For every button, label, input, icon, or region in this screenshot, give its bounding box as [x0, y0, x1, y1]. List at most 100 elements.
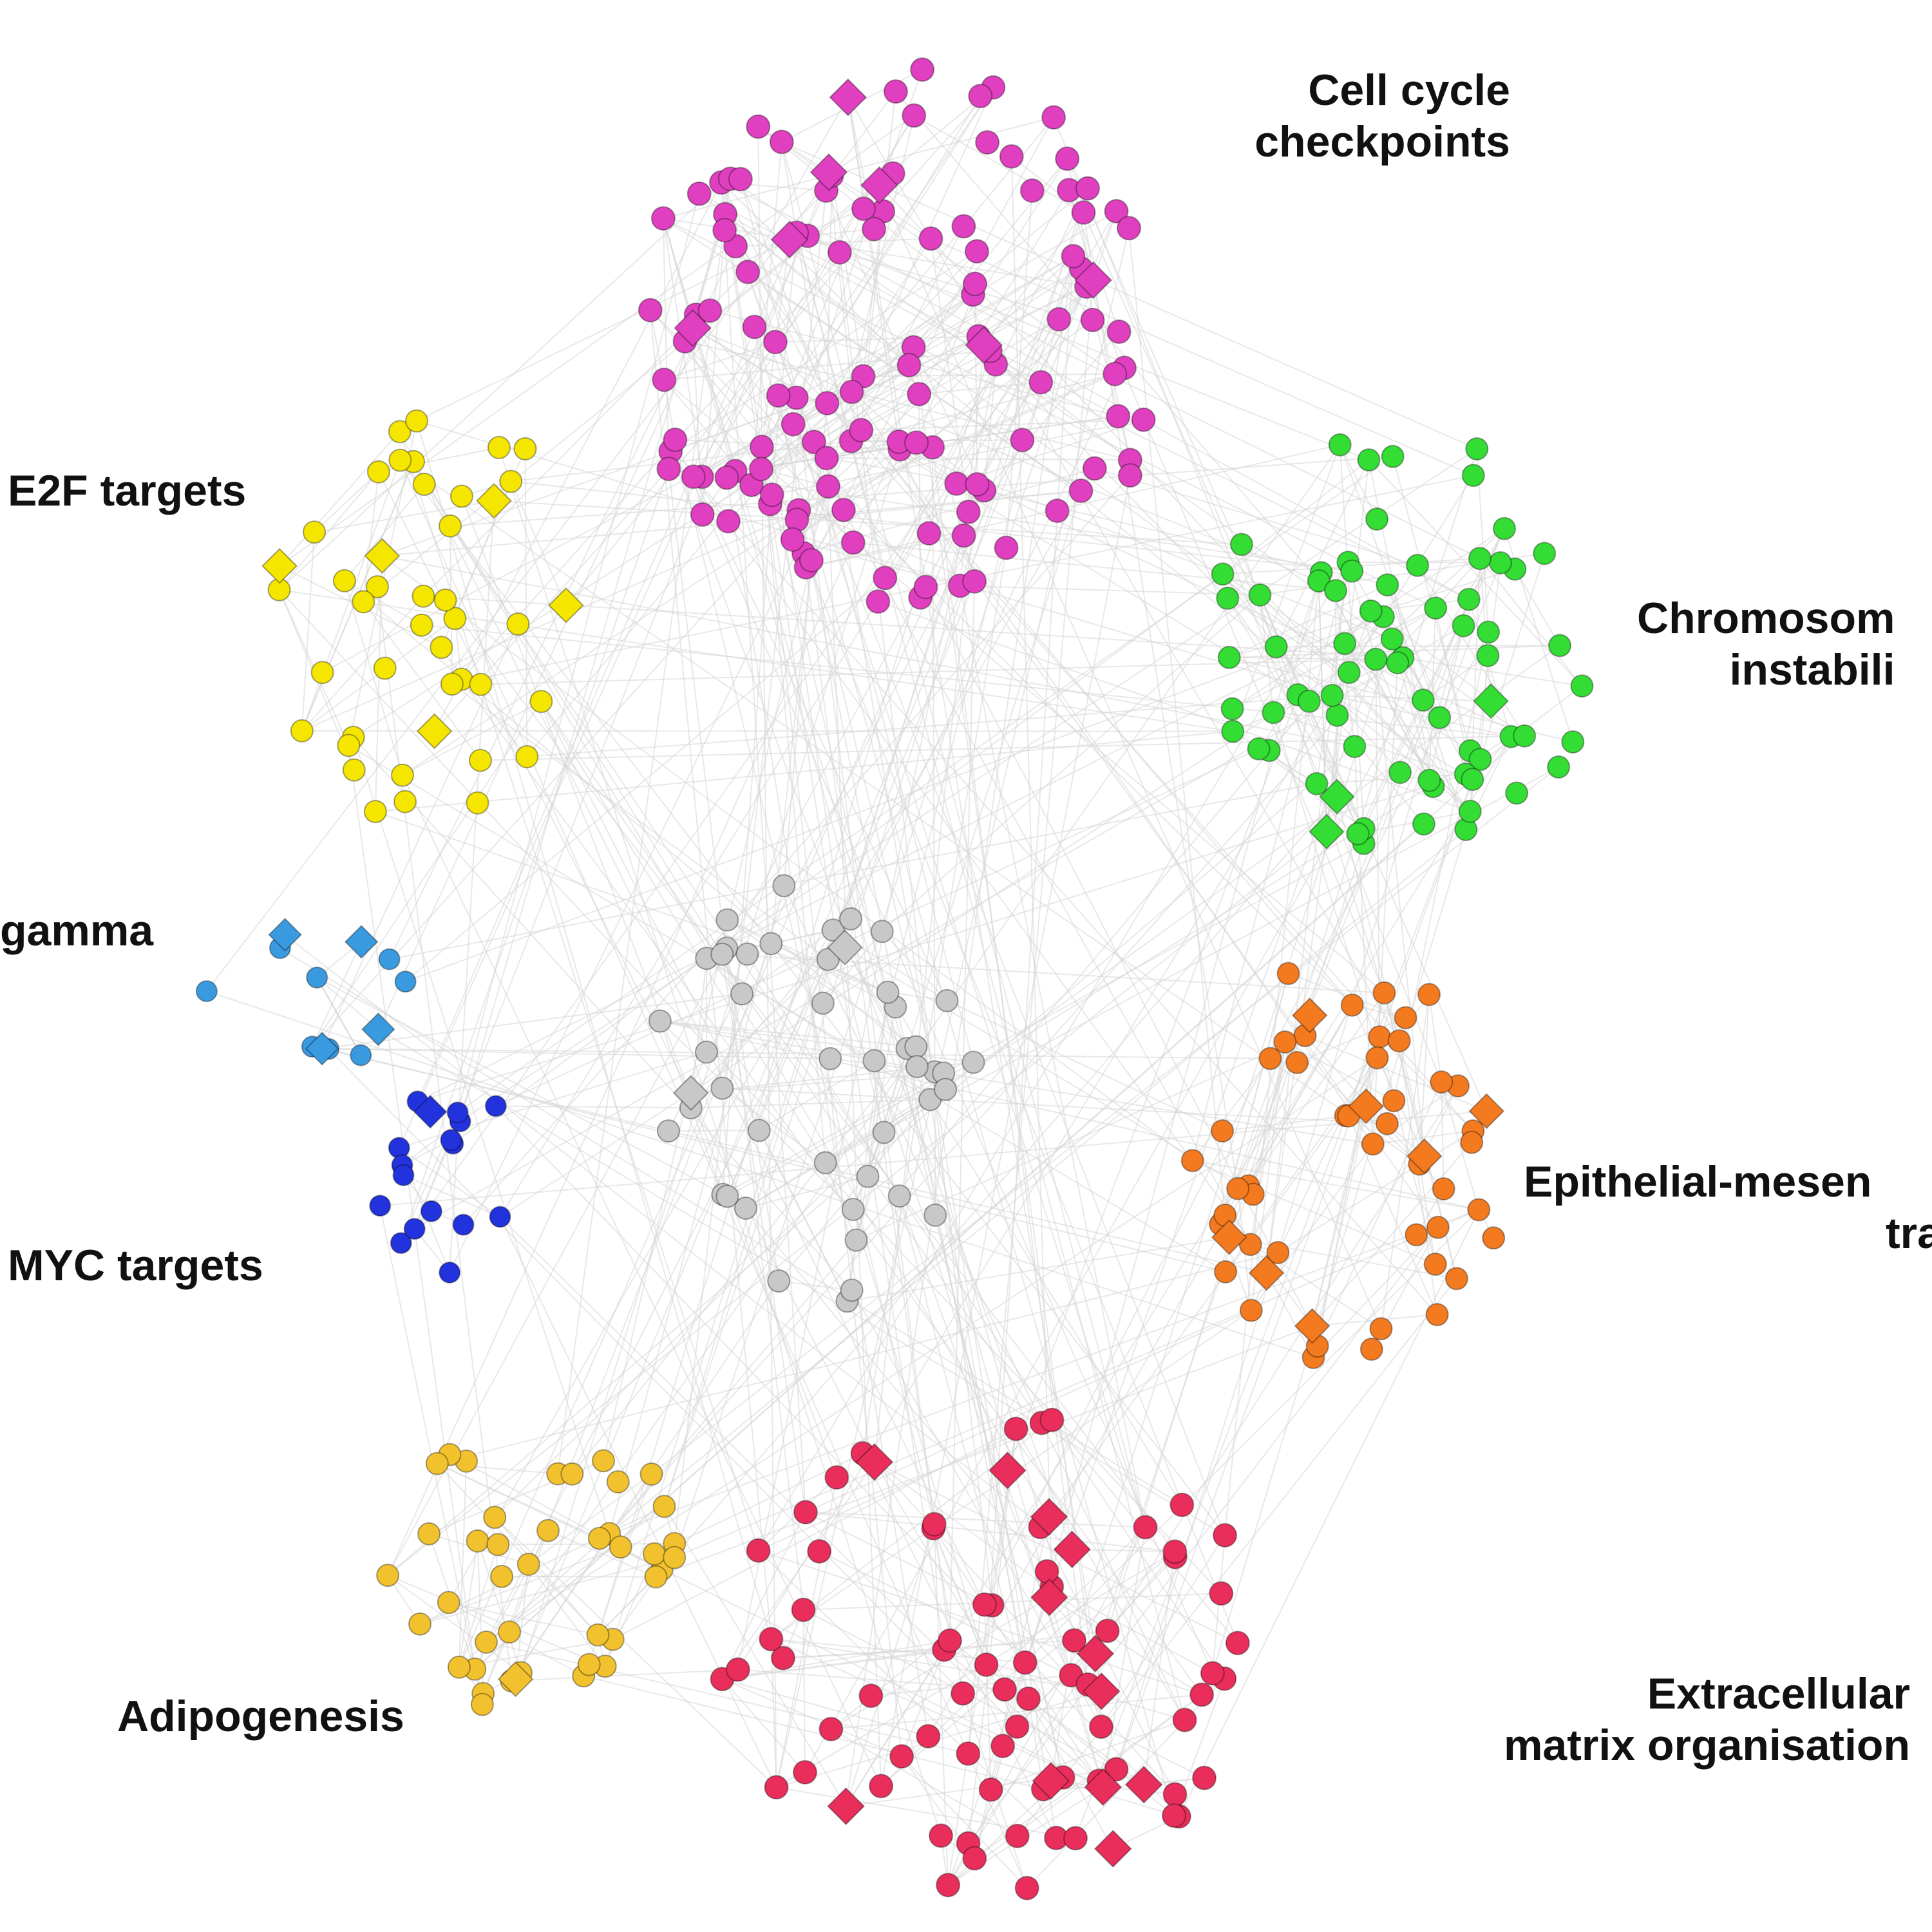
- node-diamond-ecm: [1030, 1578, 1068, 1616]
- node-circle-emt: [1276, 961, 1300, 985]
- node-diamond-gamma: [305, 1031, 339, 1066]
- node-circle-cell_cycle: [913, 574, 938, 600]
- network-edge: [460, 87, 994, 680]
- network-edge: [674, 439, 1213, 1674]
- network-edge: [990, 350, 1131, 460]
- network-edge: [387, 441, 900, 1576]
- network-edge: [399, 459, 1420, 1165]
- node-circle-adipogenesis: [483, 1506, 507, 1530]
- node-circle-adipogenesis: [586, 1623, 610, 1647]
- node-circle-ecm: [791, 1597, 816, 1622]
- network-edge: [721, 954, 806, 1513]
- node-circle-gamma: [378, 948, 401, 971]
- network-edge: [494, 1517, 777, 1788]
- network-edge: [1479, 553, 1546, 760]
- network-edge: [1128, 228, 1226, 1215]
- node-circle-center: [819, 1046, 842, 1070]
- node-circle-ecm: [972, 1592, 997, 1617]
- node-circle-cell_cycle: [883, 79, 908, 104]
- node-circle-cell_cycle: [827, 240, 852, 265]
- node-circle-chromosomal: [1325, 703, 1349, 727]
- node-circle-ecm: [1133, 1515, 1158, 1540]
- node-circle-ecm: [936, 1873, 961, 1898]
- network-edge: [527, 1564, 606, 1667]
- node-circle-chromosomal: [1364, 647, 1388, 671]
- node-circle-cell_cycle: [1046, 307, 1072, 332]
- node-circle-emt: [1432, 1177, 1455, 1200]
- node-circle-emt: [1213, 1203, 1237, 1227]
- node-diamond-e2f: [476, 482, 512, 519]
- node-circle-ecm: [929, 1823, 954, 1848]
- network-edge: [674, 211, 1117, 1558]
- node-circle-e2f: [393, 790, 417, 813]
- node-circle-emt: [1417, 983, 1441, 1007]
- node-circle-chromosomal: [1346, 822, 1370, 846]
- network-edge: [913, 346, 985, 491]
- node-circle-cell_cycle: [748, 457, 773, 482]
- network-edge: [796, 232, 1186, 1721]
- node-circle-chromosomal: [1411, 688, 1435, 712]
- node-circle-center: [695, 1040, 718, 1064]
- network-edge: [983, 632, 1489, 1605]
- network-edge: [913, 115, 1084, 213]
- node-circle-emt: [1214, 1260, 1237, 1283]
- node-circle-cell_cycle: [759, 482, 784, 507]
- network-edge: [726, 477, 929, 1737]
- node-circle-cell_cycle: [944, 471, 969, 496]
- node-diamond-ecm: [1094, 1830, 1132, 1868]
- node-circle-emt: [1359, 1338, 1383, 1361]
- label-ecm: Extracellular matrix organisation: [1503, 1669, 1910, 1770]
- network-edge: [433, 182, 722, 732]
- node-circle-cell_cycle: [656, 457, 681, 482]
- node-circle-cell_cycle: [965, 472, 990, 497]
- node-circle-cell_cycle: [831, 497, 856, 522]
- network-edge: [722, 1678, 929, 1737]
- node-diamond-emt: [1248, 1255, 1285, 1291]
- network-edge: [1028, 1698, 1100, 1781]
- network-edge: [1222, 459, 1370, 575]
- node-circle-cell_cycle: [1075, 176, 1100, 201]
- node-circle-cell_cycle: [910, 57, 935, 82]
- network-edge: [659, 1020, 1479, 1211]
- node-circle-e2f: [388, 420, 412, 444]
- node-circle-cell_cycle: [728, 167, 753, 192]
- network-edge: [1275, 459, 1370, 647]
- node-circle-cell_cycle: [763, 330, 788, 355]
- network-edge: [599, 1537, 1104, 1788]
- network-edge: [422, 190, 827, 597]
- node-circle-myc: [390, 1232, 412, 1255]
- node-circle-center: [923, 1203, 947, 1227]
- node-circle-adipogenesis: [609, 1535, 632, 1559]
- node-circle-ecm: [1062, 1628, 1086, 1653]
- node-circle-ecm: [1003, 1416, 1028, 1441]
- node-circle-cell_cycle: [1061, 243, 1086, 269]
- network-edge: [919, 381, 1041, 395]
- network-edge: [663, 1506, 847, 1807]
- node-layer: [195, 57, 1594, 1900]
- network-edge: [1080, 268, 1385, 994]
- node-circle-center: [811, 991, 835, 1015]
- network-edge: [1101, 1726, 1205, 1779]
- node-circle-emt: [1365, 1046, 1389, 1070]
- node-circle-e2f: [466, 791, 489, 815]
- node-circle-ecm: [1189, 1682, 1215, 1707]
- node-circle-emt: [1405, 1223, 1428, 1247]
- node-circle-ecm: [764, 1775, 789, 1800]
- network-edge: [770, 1639, 777, 1788]
- network-edge: [662, 218, 670, 469]
- network-edge: [458, 1461, 468, 1667]
- node-circle-center: [961, 1050, 985, 1074]
- network-edge: [417, 773, 1466, 1103]
- network-edge: [416, 421, 772, 1640]
- network-edge: [1339, 444, 1378, 520]
- node-circle-center: [734, 1197, 757, 1220]
- node-circle-chromosomal: [1468, 547, 1492, 571]
- network-edge: [861, 419, 1144, 431]
- node-circle-e2f: [513, 437, 537, 460]
- network-edge: [1379, 1036, 1474, 1132]
- node-circle-ecm: [869, 1774, 894, 1799]
- network-edge: [1268, 750, 1365, 844]
- node-diamond-e2f: [548, 587, 584, 623]
- network-edge: [828, 172, 853, 392]
- node-circle-chromosomal: [1221, 719, 1245, 743]
